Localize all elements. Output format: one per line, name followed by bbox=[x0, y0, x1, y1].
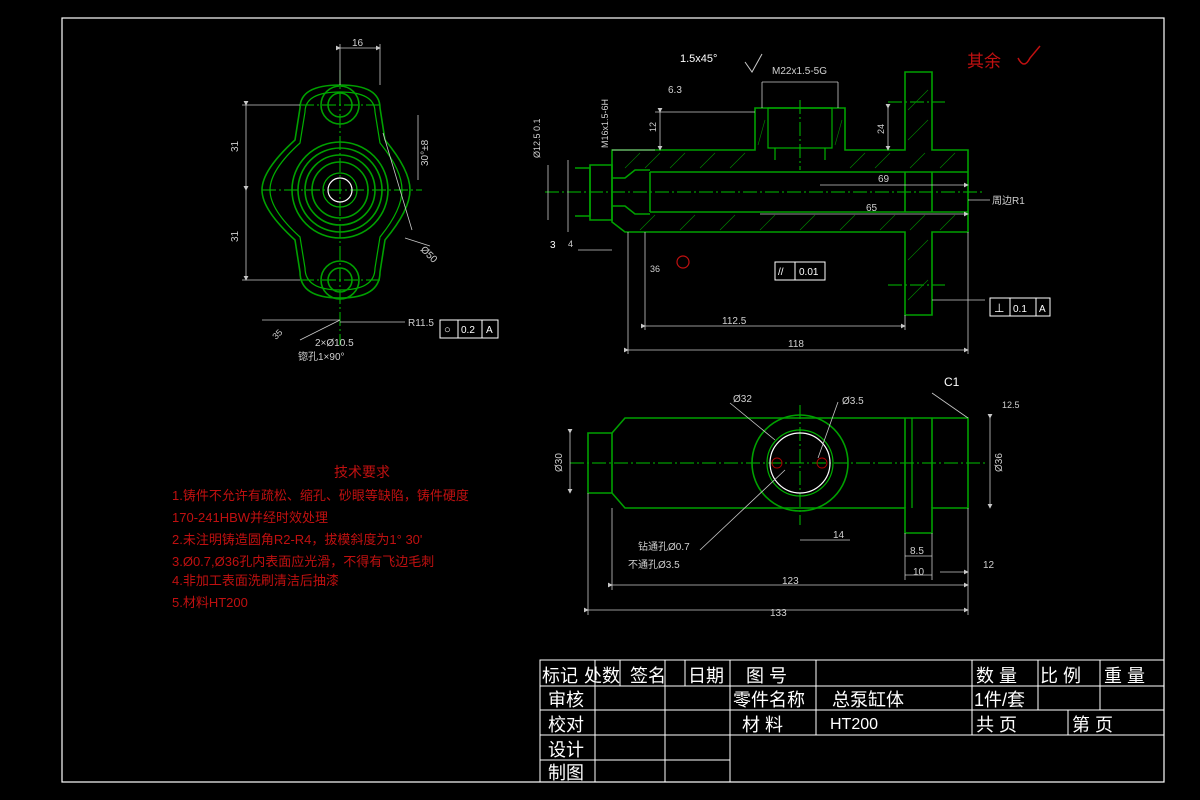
tb-qty-value: 1件/套 bbox=[974, 690, 1025, 710]
dim-t133: 133 bbox=[770, 608, 787, 619]
section-dia-left: Ø12.5 0.1 bbox=[532, 118, 542, 158]
requirement-line-6: 5.材料HT200 bbox=[172, 595, 248, 610]
dim-s112: 112.5 bbox=[722, 316, 747, 327]
tb-material-label: 材 料 bbox=[742, 715, 783, 735]
top-chamfer: C1 bbox=[944, 375, 960, 389]
section-rough-top: 6.3 bbox=[668, 85, 682, 96]
dim-s36: 36 bbox=[650, 264, 660, 274]
requirement-line-4: 3.Ø0.7,Ø36孔内表面应光滑，不得有飞边毛刺 bbox=[172, 554, 434, 569]
round-tol-value: 0.2 bbox=[461, 325, 475, 336]
parallel-tol-value: 0.01 bbox=[799, 267, 819, 278]
note-hole2: 不通孔Ø3.5 bbox=[628, 559, 680, 571]
note-hole1: 钻通孔Ø0.7 bbox=[638, 540, 690, 553]
dim-t123: 123 bbox=[782, 576, 799, 587]
top-rough: 12.5 bbox=[1002, 400, 1020, 410]
dim-s65: 65 bbox=[866, 203, 878, 214]
dim-holes: 2×Ø10.5 bbox=[315, 338, 354, 349]
tb-page-no: 第 页 bbox=[1072, 715, 1113, 735]
tb-weight: 重 量 bbox=[1104, 666, 1145, 686]
dim-s24: 24 bbox=[876, 124, 886, 134]
parallel-tol-symbol: // bbox=[778, 267, 784, 278]
requirement-line-1: 1.铸件不允许有疏松、缩孔、砂眼等缺陷，铸件硬度 bbox=[172, 488, 469, 503]
dim-t12: 12 bbox=[983, 560, 995, 571]
requirements-title: 技术要求 bbox=[334, 464, 390, 480]
perp-tol-symbol: ⊥ bbox=[994, 301, 1004, 315]
dim-s3: 3 bbox=[550, 240, 556, 251]
tb-draw: 制图 bbox=[548, 763, 584, 783]
section-thread-left: M16x1.5-6H bbox=[600, 99, 610, 148]
top-view: Ø32 Ø3.5 Ø30 Ø36 14 8.5 10 12 123 133 C1… bbox=[554, 375, 1020, 619]
dim-dia50: Ø50 bbox=[418, 244, 439, 265]
note-r1: 周边R1 bbox=[992, 195, 1025, 207]
requirement-line-5: 4.非加工表面洗刷清洁后抽漆 bbox=[172, 573, 339, 588]
round-tol-datum: A bbox=[486, 325, 493, 336]
dim-t36: Ø36 bbox=[994, 453, 1005, 472]
tb-drawing-no: 图 号 bbox=[746, 666, 787, 686]
requirement-line-2: 170-241HBW并经时效处理 bbox=[172, 510, 328, 525]
dim-s118: 118 bbox=[788, 339, 804, 350]
tb-sign: 签名 bbox=[630, 666, 666, 686]
dim-31-upper: 31 bbox=[230, 140, 241, 152]
dim-r11: R11.5 bbox=[408, 318, 434, 329]
dim-35: 35 bbox=[270, 327, 284, 341]
tb-review: 审核 bbox=[548, 690, 584, 710]
surface-note: 其余 bbox=[967, 52, 1001, 71]
tb-material: HT200 bbox=[830, 716, 878, 733]
tb-qty: 数 量 bbox=[976, 666, 1017, 686]
section-thread-top: M22x1.5-5G bbox=[772, 66, 827, 77]
dim-31-lower: 31 bbox=[230, 230, 241, 242]
tb-count: 处数 bbox=[584, 666, 620, 686]
round-tol-symbol: ○ bbox=[444, 324, 451, 336]
tb-scale: 比 例 bbox=[1040, 666, 1081, 686]
tb-part-name: 总泵缸体 bbox=[832, 689, 904, 710]
tb-date: 日期 bbox=[688, 666, 724, 686]
technical-requirements: 技术要求 1.铸件不允许有疏松、缩孔、砂眼等缺陷，铸件硬度 170-241HBW… bbox=[172, 464, 469, 610]
dim-s69: 69 bbox=[878, 174, 890, 185]
perp-tol-datum: A bbox=[1039, 304, 1046, 315]
dim-t10: 10 bbox=[913, 567, 925, 578]
section-view: 1.5x45° M22x1.5-5G 6.3 M16x1.5-6H Ø12.5 … bbox=[532, 45, 1051, 354]
tb-check: 校对 bbox=[548, 715, 584, 735]
tb-part-name-label: 零件名称 bbox=[733, 690, 805, 710]
end-view: 16 31 31 30°±8 Ø50 R11.5 2×Ø10.5 锪孔1×90°… bbox=[230, 38, 499, 363]
dim-s12: 12 bbox=[648, 122, 658, 132]
title-block: 标记 处数 签名 日期 图 号 数 量 比 例 重 量 审核 零件名称 总泵缸体… bbox=[539, 659, 1165, 783]
perp-tol-value: 0.1 bbox=[1013, 304, 1027, 315]
section-chamfer: 1.5x45° bbox=[680, 53, 717, 65]
dim-chamfer: 锪孔1×90° bbox=[298, 350, 345, 363]
tb-total-pages: 共 页 bbox=[976, 715, 1017, 735]
dim-t8: 8.5 bbox=[910, 546, 924, 557]
dim-16: 16 bbox=[352, 38, 364, 49]
dim-30: 30°±8 bbox=[420, 139, 431, 166]
dim-s4: 4 bbox=[568, 239, 573, 249]
requirement-line-3: 2.未注明铸造圆角R2-R4，拔模斜度为1° 30' bbox=[172, 532, 422, 547]
dim-t30: Ø30 bbox=[554, 453, 565, 472]
dim-t32: Ø32 bbox=[733, 394, 752, 405]
dim-t14: 14 bbox=[833, 530, 845, 541]
tb-design: 设计 bbox=[548, 740, 584, 760]
tb-mark: 标记 bbox=[542, 666, 578, 686]
dim-t35: Ø3.5 bbox=[842, 396, 864, 407]
